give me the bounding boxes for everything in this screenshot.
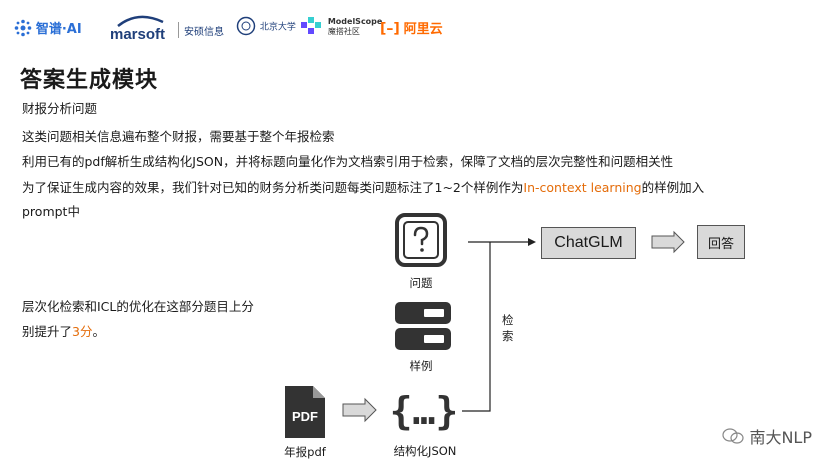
pdf-file-icon: PDF	[283, 384, 327, 444]
pdf-label: 年报pdf	[284, 445, 326, 459]
logo-divider	[178, 22, 179, 38]
modelscope-icon	[301, 17, 321, 34]
chatglm-box: ChatGLM	[541, 227, 636, 259]
partner-logos: 智谱·AI marsoft 安硕信息 北京大学 ModelScope 魔搭社区 …	[8, 10, 818, 46]
watermark: 南大NLP	[722, 424, 812, 448]
wechat-icon	[722, 428, 744, 444]
json-retrieval-line	[462, 242, 491, 412]
left-note-line2: 别提升了3分。	[22, 324, 105, 339]
pku-logo: 北京大学	[236, 16, 296, 36]
left-note-line1: 层次化检索和ICL的优化在这部分题目上分	[22, 299, 254, 314]
zhipu-logo: 智谱·AI	[14, 18, 82, 37]
marsoft-logo: marsoft	[108, 12, 178, 45]
answer-box: 回答	[697, 225, 745, 259]
zhipu-dots-icon	[14, 19, 32, 36]
slide-subtitle: 财报分析问题	[22, 101, 98, 116]
modelscope-logo: ModelScope 魔搭社区	[300, 16, 382, 38]
icl-highlight: In-context learning	[523, 180, 642, 195]
aliyun-logo: [–] 阿里云	[380, 21, 443, 37]
question-arrowhead	[528, 238, 536, 246]
svg-text:marsoft: marsoft	[110, 26, 165, 42]
slide-title: 答案生成模块	[20, 68, 159, 93]
model-to-answer-arrow	[651, 230, 685, 254]
json-label: 结构化JSON	[393, 444, 457, 458]
svg-text:PDF: PDF	[292, 409, 318, 424]
examples-icon	[394, 300, 452, 358]
examples-label: 样例	[409, 359, 433, 373]
score-highlight: 3分	[72, 324, 93, 339]
paragraph-1: 这类问题相关信息遍布整个财报，需要基于整个年报检索	[22, 129, 335, 144]
pdf-to-json-arrow	[342, 397, 377, 423]
question-icon	[394, 212, 448, 272]
pku-seal-icon	[236, 16, 256, 36]
json-braces-icon: {…}	[389, 389, 459, 433]
paragraph-3: 为了保证生成内容的效果，我们针对已知的财务分析类问题每类问题标注了1~2个样例作…	[22, 180, 705, 195]
retrieval-label: 检 索	[502, 313, 514, 343]
paragraph-3-cont: prompt中	[22, 204, 80, 219]
aliyun-bracket-icon: [–]	[380, 21, 400, 37]
marsoft-arc-icon: marsoft	[110, 15, 165, 43]
question-label: 问题	[409, 276, 433, 290]
paragraph-2: 利用已有的pdf解析生成结构化JSON，并将标题向量化作为文档索引用于检索，保障…	[22, 154, 674, 169]
anyan-logo: 安硕信息	[184, 27, 224, 38]
